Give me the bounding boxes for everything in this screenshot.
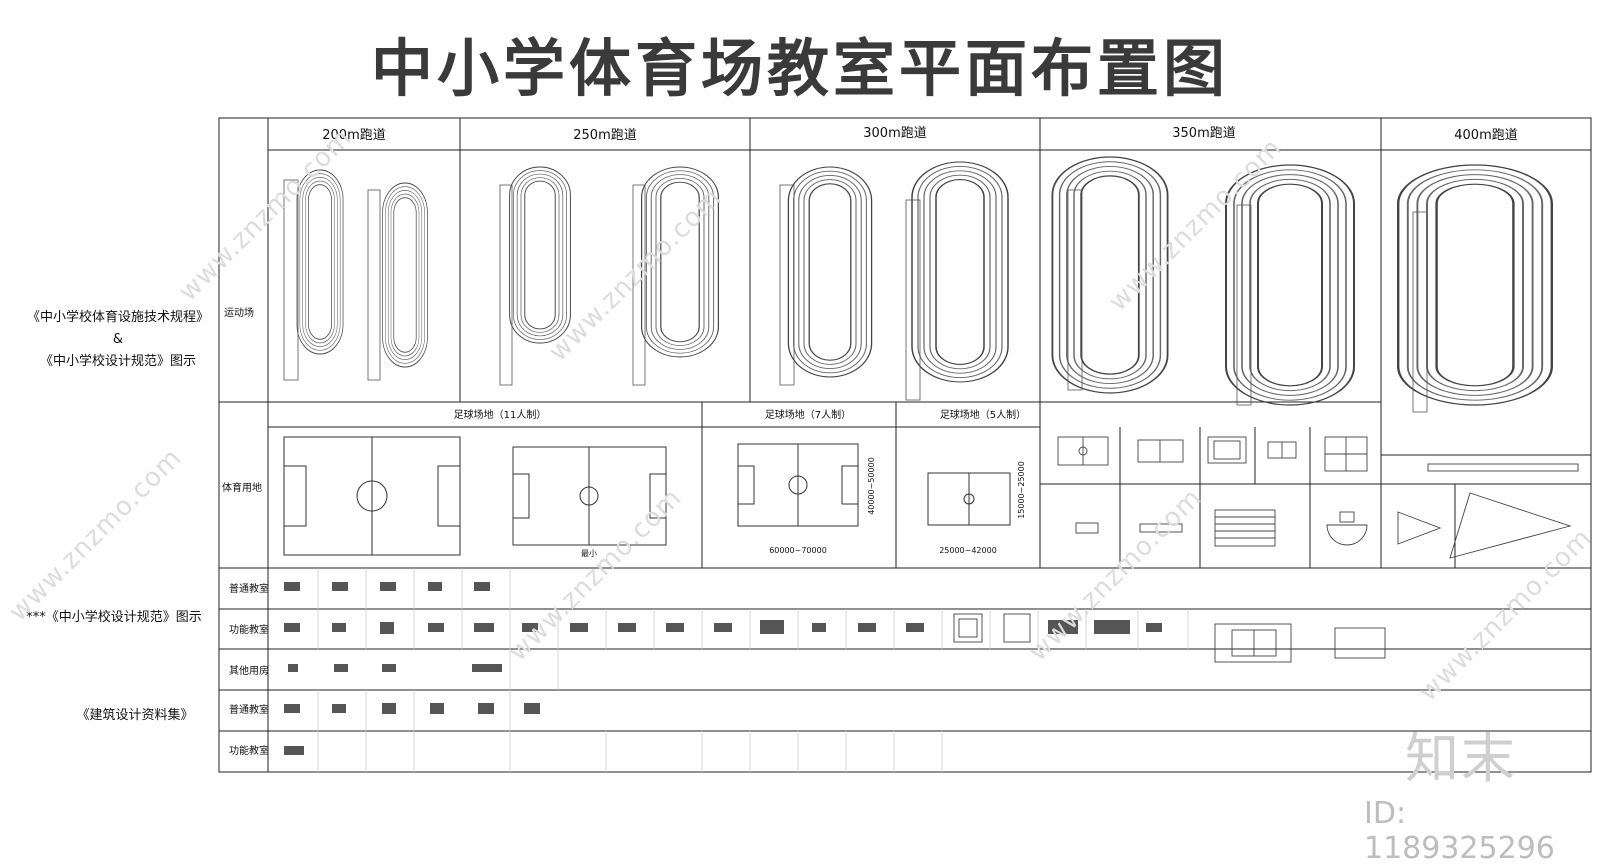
soccer-field-11-min [512,446,667,546]
track-header-200: 200m跑道 [322,128,385,143]
row-label-ordinary-2: 普通教室 [229,703,269,716]
track-lanes [283,179,1428,413]
classroom-outline-icons [953,613,1386,663]
image-id: ID: 1189325296 [1364,796,1555,866]
soccer-field-5 [927,472,1011,526]
track-200-b [382,182,428,368]
track-header-400: 400m跑道 [1454,128,1517,143]
track-headers: 200m跑道 250m跑道 300m跑道 350m跑道 400m跑道 [322,126,1517,143]
track-header-300: 300m跑道 [863,126,926,141]
dim-5-width: 25000~42000 [939,546,997,555]
track-250-a [509,166,571,344]
standard-label-2: 《中小学校设计规范》图示 [39,354,196,369]
row-label-other: 其他用房 [229,664,269,677]
track-300-a [787,166,873,378]
standard-label-4: 《建筑设计资料集》 [76,708,194,723]
dim-7-width: 60000~70000 [769,546,827,555]
track-header-350: 350m跑道 [1172,126,1235,141]
track-400 [1396,163,1554,407]
soccer-field-11-large [283,436,461,556]
row-label-sports: 体育用地 [222,481,262,494]
row-label-functional-2: 功能教室 [229,744,269,757]
field-labels: 足球场地（11人制） 足球场地（7人制） 足球场地（5人制） 最小 60000~… [454,408,1027,558]
court-drawings [1057,436,1579,559]
standard-label-group: 《中小学校体育设施技术规程》 & 《中小学校设计规范》图示 [18,307,218,373]
field-label-5: 足球场地（5人制） [940,408,1026,421]
standard-label-3: ***《中小学校设计规范》图示 [26,610,202,625]
row-label-ordinary-1: 普通教室 [229,582,269,595]
brand-logo: 知末 [1405,727,1517,790]
soccer-field-7 [737,443,859,527]
row-labels: 运动场 体育用地 普通教室 功能教室 其他用房 普通教室 功能教室 [222,306,269,757]
dim-7-height: 40000~50000 [867,457,876,515]
standard-label-1: 《中小学校体育设施技术规程》 [26,310,209,325]
track-drawings [296,156,1554,407]
row-label-stadium: 运动场 [224,306,254,319]
classroom-grid [317,568,1189,772]
field-label-11: 足球场地（11人制） [454,408,547,421]
field-label-7: 足球场地（7人制） [765,408,851,421]
page-title: 中小学体育场教室平面布置图 [370,32,1229,105]
track-header-250: 250m跑道 [573,128,636,143]
track-350-b [1225,164,1355,406]
classroom-icons [284,582,1162,755]
dim-5-height: 15000~25000 [1017,461,1026,519]
field-label-min: 最小 [581,549,597,558]
table-frame [218,117,1592,773]
track-300-b [911,161,1009,383]
row-label-functional-1: 功能教室 [229,623,269,636]
amp-label: & [112,332,124,347]
